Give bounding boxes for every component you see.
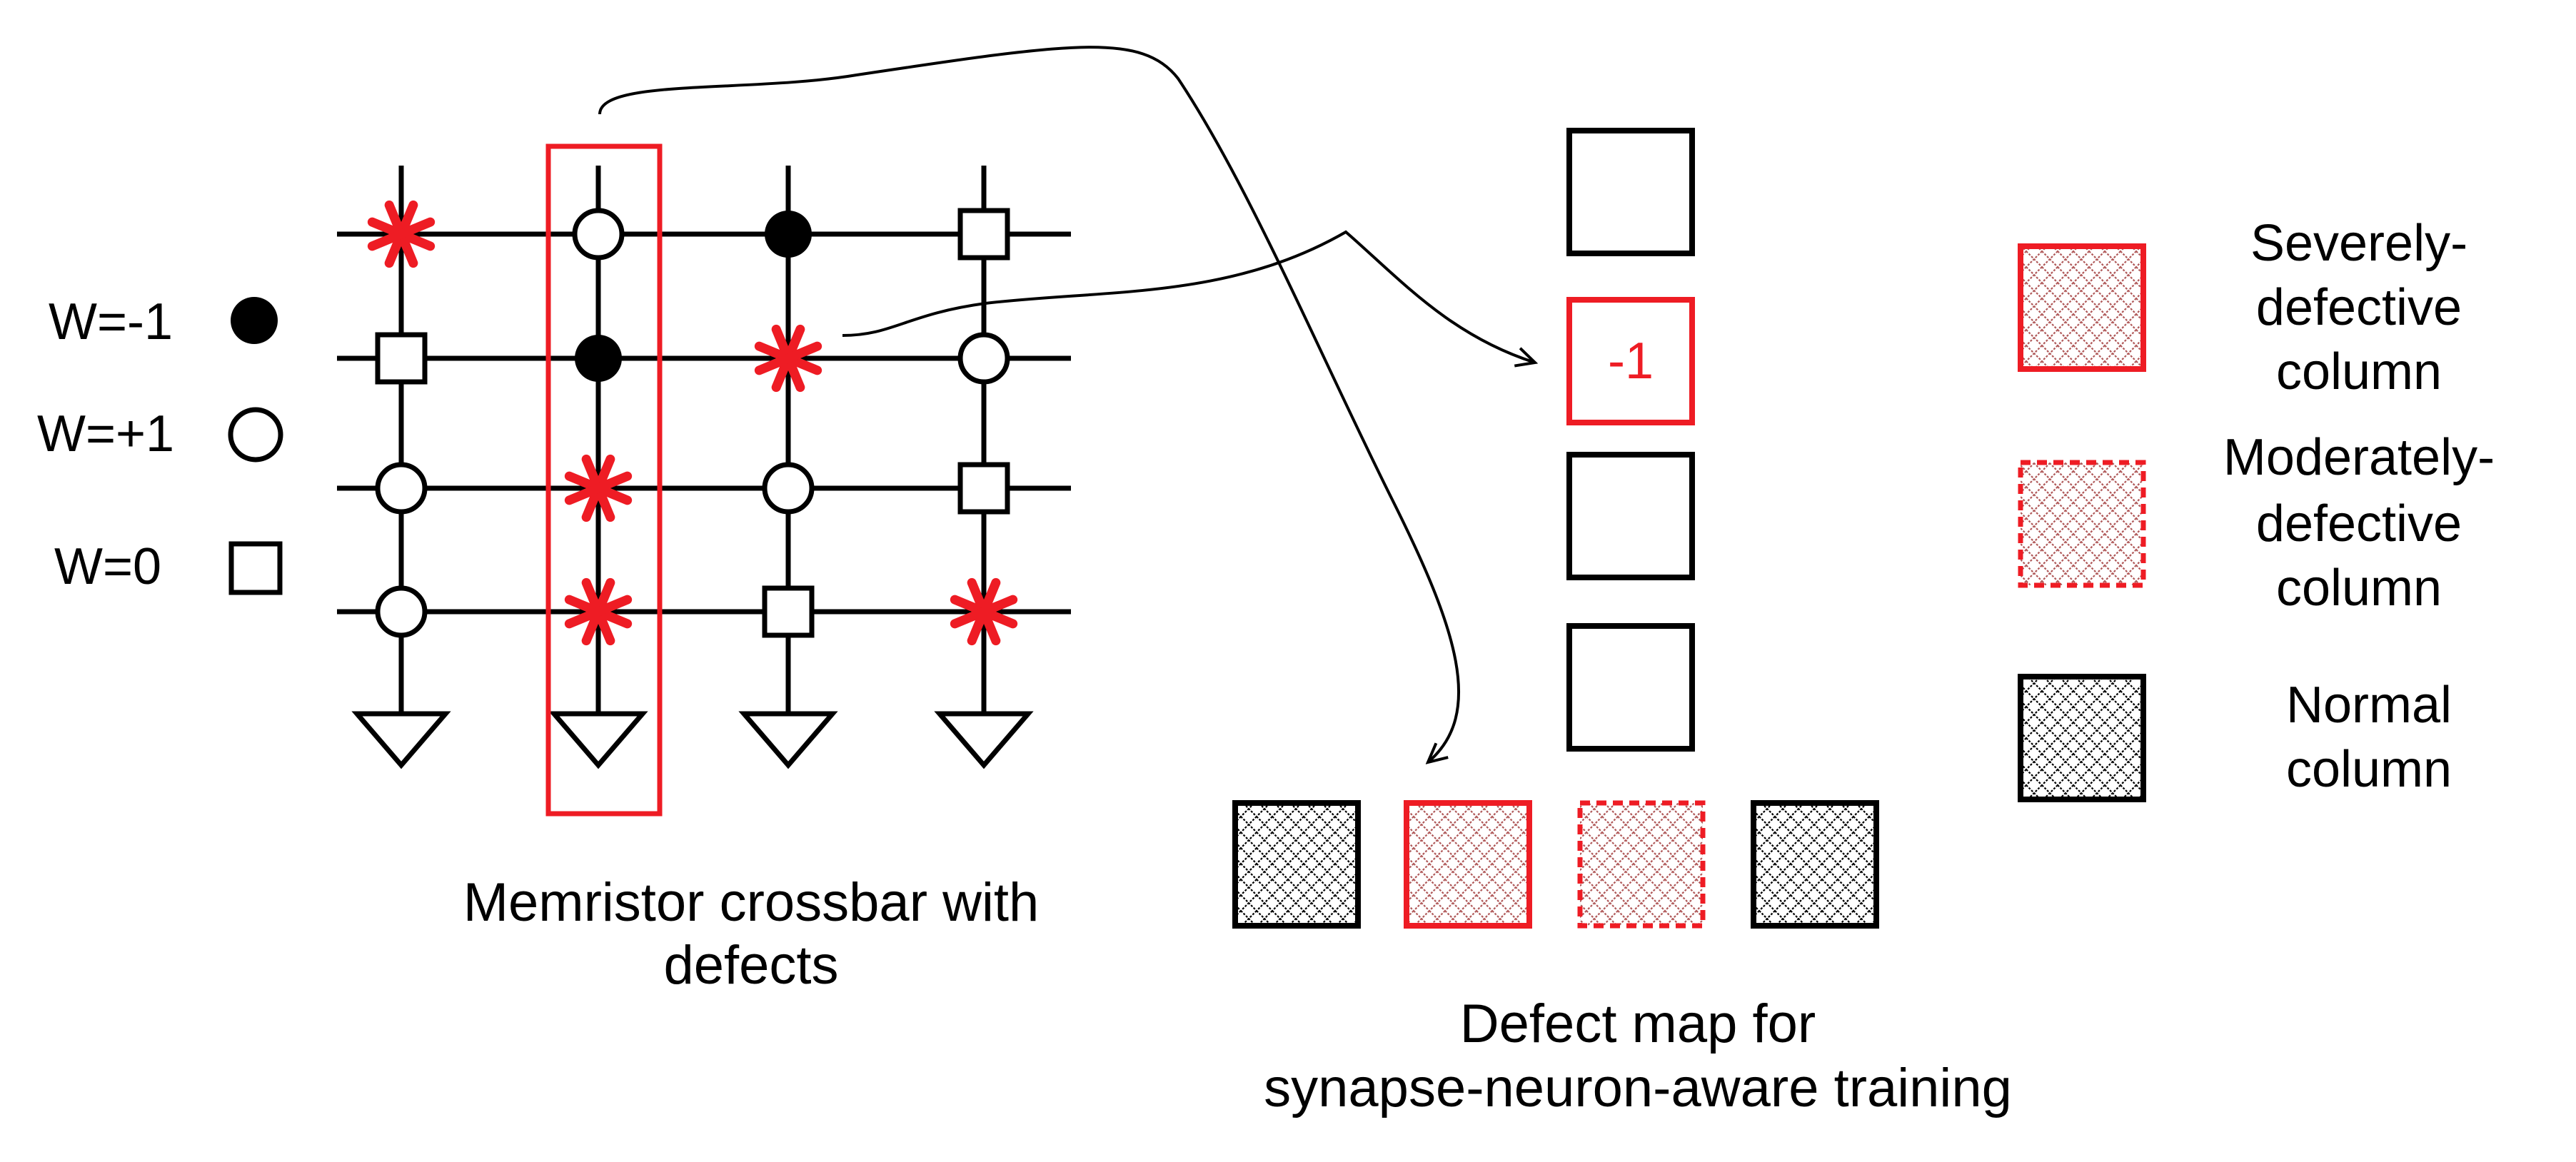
moderate-legend-swatch <box>2018 460 2146 588</box>
defect-star-icon <box>950 595 1018 629</box>
defect-star-icon <box>564 595 633 629</box>
hollow-circle-icon <box>228 407 283 463</box>
weight-neg-one-label: W=-1 <box>49 293 173 350</box>
severe-legend-line1: Severely- <box>2250 215 2467 272</box>
memristor-pos-one <box>572 208 625 261</box>
row-cell-defect <box>1566 297 1695 425</box>
column-legend: Severely- defective column Moderately- d… <box>2018 215 2495 802</box>
memristor-pos-one <box>762 462 815 515</box>
defect-map-columns <box>1232 800 1879 929</box>
crossbar-caption-line1: Memristor crossbar with <box>463 872 1040 933</box>
defect-star-icon <box>754 341 822 375</box>
memristor-neg-one <box>765 211 812 258</box>
moderate-legend-line1: Moderately- <box>2223 429 2495 486</box>
output-neuron-triangle <box>738 711 838 769</box>
column-cell-normal <box>1751 800 1879 929</box>
weight-pos-one-label: W=+1 <box>37 405 174 463</box>
memristor-pos-one <box>957 332 1010 385</box>
defect-star-icon <box>564 471 633 505</box>
memristor-zero <box>375 332 428 385</box>
crossbar-caption-line2: defects <box>663 935 838 996</box>
memristor-pos-one <box>375 462 428 515</box>
row-cell-defect-value: -1 <box>1608 333 1654 390</box>
weight-zero-label: W=0 <box>54 538 161 595</box>
column-map-arrow <box>598 46 1461 762</box>
moderate-legend-line3: column <box>2276 560 2442 617</box>
row-map-arrow <box>842 230 1535 363</box>
memristor-pos-one <box>375 585 428 638</box>
normal-legend-swatch <box>2018 674 2146 802</box>
column-cell-severe <box>1404 800 1532 929</box>
row-cell-normal <box>1566 128 1695 256</box>
normal-legend-line2: column <box>2286 741 2452 798</box>
output-neuron-triangle <box>351 711 451 769</box>
row-cell-normal <box>1566 623 1695 752</box>
severe-legend-swatch <box>2018 243 2146 372</box>
severe-legend-line3: column <box>2276 343 2442 400</box>
defect-map-caption-line1: Defect map for <box>1460 994 1816 1054</box>
filled-circle-icon <box>231 297 278 344</box>
memristor-zero <box>957 208 1010 261</box>
defect-map-rows: -1 <box>1566 128 1695 752</box>
column-cell-normal <box>1232 800 1361 929</box>
weight-legend: W=-1 W=+1 W=0 <box>37 293 283 595</box>
moderate-legend-line2: defective <box>2256 495 2462 552</box>
memristor-zero <box>762 585 815 638</box>
normal-legend-line1: Normal <box>2286 677 2452 734</box>
defect-map-caption-line2: synapse-neuron-aware training <box>1264 1058 2012 1118</box>
memristor-crossbar <box>337 166 1071 769</box>
defect-star-icon <box>367 217 436 251</box>
square-icon <box>228 541 283 595</box>
highlighted-column-box <box>545 143 663 817</box>
memristor-neg-one <box>575 335 622 382</box>
memristor-zero <box>957 462 1010 515</box>
row-cell-normal <box>1566 452 1695 580</box>
output-neuron-triangle <box>548 711 648 769</box>
column-cell-moderate <box>1577 800 1706 929</box>
severe-legend-line2: defective <box>2256 279 2462 336</box>
output-neuron-triangle <box>934 711 1034 769</box>
